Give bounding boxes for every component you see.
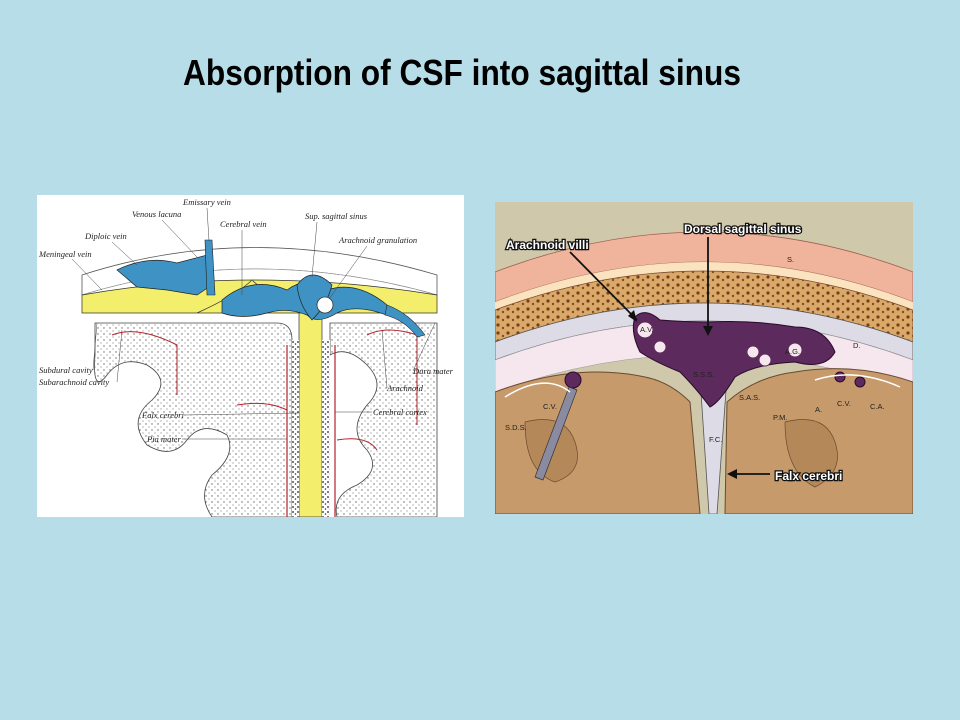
label-sds: S.D.S. bbox=[505, 423, 527, 432]
label-diploic-vein: Diploic vein bbox=[84, 231, 127, 241]
label-arachnoid: Arachnoid bbox=[386, 383, 424, 393]
label-falx-cerebri: Falx cerebri bbox=[141, 410, 185, 420]
slide-title: Absorption of CSF into sagittal sinus bbox=[183, 52, 741, 93]
label-a: A. bbox=[815, 405, 822, 414]
arachnoid-villus-1 bbox=[636, 321, 654, 339]
label-s: S. bbox=[787, 255, 794, 264]
label-dura-mater: Dura mater bbox=[412, 366, 454, 376]
cerebral-vein-left bbox=[534, 386, 578, 481]
label-cerebral-vein: Cerebral vein bbox=[220, 219, 267, 229]
label-fc: F.C. bbox=[709, 435, 722, 444]
label-av: A.V. bbox=[640, 325, 653, 334]
left-diagram-svg: Emissary vein Venous lacuna Diploic vein… bbox=[38, 197, 454, 517]
label-d: D. bbox=[853, 341, 861, 350]
right-hemisphere bbox=[329, 322, 438, 517]
label-ag: A.G. bbox=[785, 347, 800, 356]
label-meningeal-vein: Meningeal vein bbox=[38, 249, 92, 259]
right-diagram-svg: Arachnoid villi Dorsal sagittal sinus Fa… bbox=[495, 202, 913, 514]
right-anatomy-diagram: Arachnoid villi Dorsal sagittal sinus Fa… bbox=[495, 202, 913, 514]
label-dorsal-sagittal-sinus: Dorsal sagittal sinus bbox=[684, 222, 802, 236]
label-pm: P.M. bbox=[773, 413, 787, 422]
label-subarachnoid-cavity: Subarachnoid cavity bbox=[39, 377, 109, 387]
label-sss: S.S.S. bbox=[693, 370, 714, 379]
label-arachnoid-villi: Arachnoid villi bbox=[506, 238, 589, 252]
dorsal-sagittal-sinus-shape bbox=[632, 312, 836, 408]
label-venous-lacuna: Venous lacuna bbox=[132, 209, 181, 219]
label-subdural-cavity: Subdural cavity bbox=[39, 365, 93, 375]
falx-cerebri-shape bbox=[298, 312, 323, 517]
label-sas: S.A.S. bbox=[739, 393, 760, 402]
cerebral-vein-shape bbox=[384, 304, 426, 338]
label-cerebral-cortex: Cerebral cortex bbox=[373, 407, 427, 417]
left-hemisphere bbox=[94, 322, 293, 517]
label-pia-mater: Pia mater bbox=[146, 434, 181, 444]
label-ca: C.A. bbox=[870, 402, 885, 411]
label-sup-sagittal-sinus: Sup. sagittal sinus bbox=[305, 211, 368, 221]
label-falx-cerebri-right: Falx cerebri bbox=[775, 469, 842, 483]
arachnoid-granulation-shape bbox=[316, 296, 334, 314]
label-cv-left: C.V. bbox=[543, 402, 557, 411]
label-arachnoid-granulation: Arachnoid granulation bbox=[338, 235, 417, 245]
label-cv-right: C.V. bbox=[837, 399, 851, 408]
label-emissary-vein: Emissary vein bbox=[182, 197, 231, 207]
left-brain-hemisphere bbox=[495, 371, 701, 514]
emissary-vein-shape bbox=[204, 239, 216, 296]
left-anatomy-diagram: Emissary vein Venous lacuna Diploic vein… bbox=[37, 195, 464, 517]
diploic-vein-shape bbox=[116, 254, 213, 296]
